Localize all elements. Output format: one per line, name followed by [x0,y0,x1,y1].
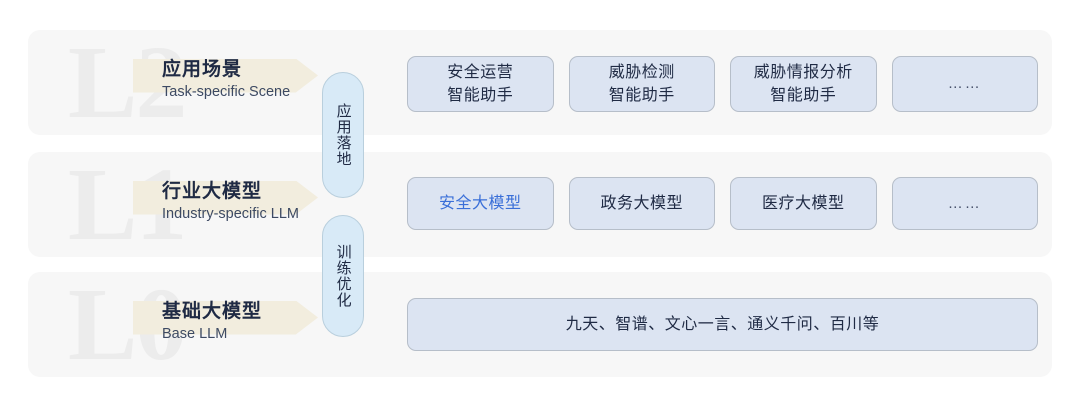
card-strip-l1: 安全大模型 政务大模型 医疗大模型 …… [407,177,1038,230]
level-title-en-l2: Task-specific Scene [162,83,291,100]
arrow-banner-icon [133,300,318,335]
level-title-cn-l0: 基础大模型 [162,300,263,322]
arrow-banner-icon [133,58,318,93]
card-l1-0[interactable]: 安全大模型 [407,177,554,230]
card-l1-1[interactable]: 政务大模型 [568,177,715,230]
card-l2-2[interactable]: 威胁情报分析 智能助手 [730,56,877,112]
connector-pill-apply-label: 应用落地 [334,103,352,167]
level-title-block-l0: 基础大模型 Base LLM [133,299,333,351]
level-title-cn-l2: 应用场景 [162,58,243,80]
arrow-banner-icon [133,180,318,215]
card-strip-l2: 安全运营 智能助手 威胁检测 智能助手 威胁情报分析 智能助手 …… [407,56,1038,112]
connector-pill-train-label: 训练优化 [334,244,352,308]
card-strip-l0: 九天、智谱、文心一言、通义千问、百川等 [407,298,1038,351]
card-l2-more[interactable]: …… [891,56,1038,112]
connector-pill-train: 训练优化 [322,215,364,337]
connector-pill-apply: 应用落地 [322,72,364,198]
card-l1-2[interactable]: 医疗大模型 [730,177,877,230]
card-l2-1[interactable]: 威胁检测 智能助手 [568,56,715,112]
level-title-en-l0: Base LLM [162,325,228,342]
level-title-block-l1: 行业大模型 Industry-specific LLM [133,179,333,231]
card-l1-more[interactable]: …… [891,177,1038,230]
card-l2-0[interactable]: 安全运营 智能助手 [407,56,554,112]
card-l0-0[interactable]: 九天、智谱、文心一言、通义千问、百川等 [407,298,1038,351]
level-title-block-l2: 应用场景 Task-specific Scene [133,57,333,109]
level-title-cn-l1: 行业大模型 [162,180,263,202]
level-title-en-l1: Industry-specific LLM [162,205,299,222]
